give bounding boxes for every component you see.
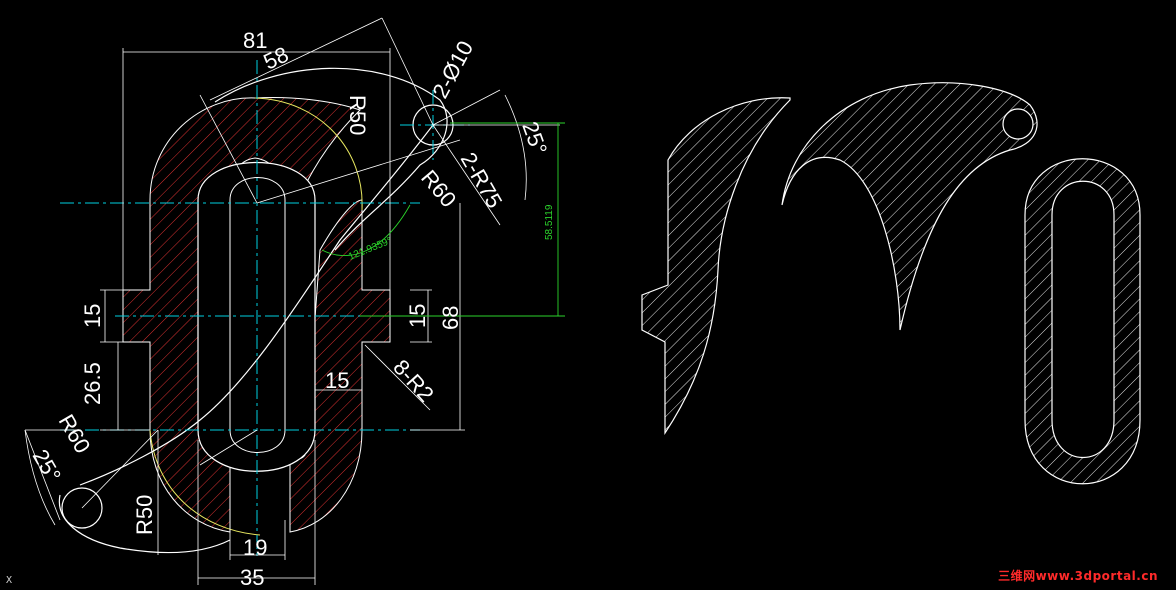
- piece-arch-hole: [1002, 108, 1034, 140]
- watermark: 三维网www.3dportal.cn: [998, 569, 1158, 583]
- dim-68: 68: [438, 306, 463, 330]
- dim-26-5: 26.5: [80, 362, 105, 405]
- bottom-hook-arc: [79, 124, 434, 486]
- piece-ring-inner: [1051, 180, 1115, 458]
- dimension-lines: [24, 17, 560, 585]
- top-hook-arc: [214, 67, 448, 251]
- dim-8-R2: 8-R2: [388, 355, 438, 407]
- dim-35: 35: [240, 565, 264, 590]
- left-section-view: 81 58 2-Ø10 R50 25° 2-R75 R60 58.5119 12…: [24, 17, 565, 590]
- dim-R50-bottom: R50: [132, 495, 157, 535]
- dim-15-mid: 15: [325, 368, 349, 393]
- dim-R50-top: R50: [345, 95, 370, 135]
- dim-81: 81: [243, 28, 267, 53]
- dim-19: 19: [243, 535, 267, 560]
- yellow-arc: [254, 97, 363, 211]
- dim-2-R75: 2-R75: [456, 148, 508, 212]
- bottom-hole-circle: [61, 487, 103, 529]
- dim-2-phi10: 2-Ø10: [427, 37, 478, 103]
- dim-58-5119: 58.5119: [544, 204, 555, 240]
- green-dimensions: [321, 122, 565, 317]
- right-parts: [641, 82, 1141, 485]
- axis-label: X: [6, 575, 13, 586]
- dim-R60-left: R60: [54, 410, 96, 457]
- dim-15-right: 15: [405, 304, 430, 328]
- piece-arch: [781, 82, 1038, 331]
- dim-R60-top: R60: [416, 165, 461, 212]
- dim-25-top: 25°: [517, 118, 552, 158]
- piece-hook: [641, 97, 791, 435]
- dim-15-left: 15: [80, 304, 105, 328]
